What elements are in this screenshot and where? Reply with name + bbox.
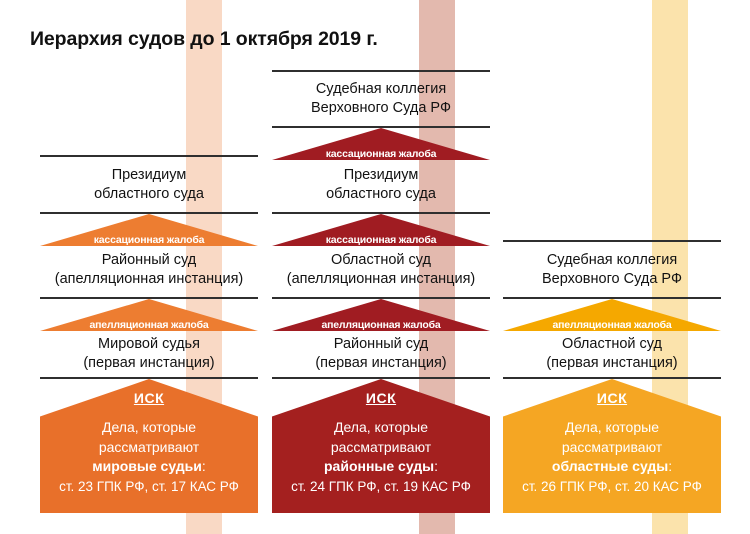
level-left-presidium: Президиум областного суда	[40, 166, 258, 204]
panel-isk-label: ИСК	[596, 390, 628, 406]
arrow-left-cassation: кассационная жалоба	[40, 214, 258, 248]
level-mid-supreme-collegium: Судебная коллегия Верховного Суда РФ	[272, 80, 490, 118]
panel-articles: ст. 24 ГПК РФ, ст. 19 КАС РФ	[291, 478, 471, 494]
panel-mid-cases: ИСК Дела, которые рассматривают районные…	[272, 379, 490, 513]
panel-subject-line: районные суды:	[272, 457, 490, 477]
panel-subject: районные суды	[324, 458, 435, 474]
panel-body: Дела, которые рассматривают областные су…	[503, 418, 721, 496]
panel-line-2: рассматривают	[330, 438, 432, 455]
panel-subject-line: областные суды:	[503, 457, 721, 477]
panel-line-1: Дела, которые	[334, 419, 428, 435]
level-left-district-appeal: Районный суд (апелляционная инстанция)	[40, 251, 258, 289]
level-right-supreme-collegium: Судебная коллегия Верховного Суда РФ	[503, 251, 721, 289]
rule-left-1	[40, 155, 258, 157]
panel-colon: :	[434, 458, 438, 474]
panel-right-cases: ИСК Дела, которые рассматривают областны…	[503, 379, 721, 513]
level-line: (апелляционная инстанция)	[286, 271, 476, 287]
panel-subject: мировые судьи	[92, 458, 202, 474]
level-line: Судебная коллегия	[546, 252, 678, 268]
panel-body: Дела, которые рассматривают районные суд…	[272, 418, 490, 496]
panel-subject-line: мировые судьи:	[40, 457, 258, 477]
rule-mid-1	[272, 70, 490, 72]
level-mid-presidium: Президиум областного суда	[272, 166, 490, 204]
arrow-mid-appeal: апелляционная жалоба	[272, 299, 490, 333]
panel-line-2: рассматривают	[98, 438, 200, 455]
level-line: Президиум	[343, 167, 419, 183]
level-line: Районный суд	[101, 252, 197, 268]
rule-mid-4	[272, 297, 490, 299]
rule-left-2	[40, 212, 258, 214]
panel-content: ИСК Дела, которые рассматривают районные…	[272, 379, 490, 496]
level-line: (первая инстанция)	[83, 355, 215, 371]
level-line: областного суда	[94, 186, 204, 202]
level-left-justice-first: Мировой судья (первая инстанция)	[40, 335, 258, 373]
arrow-left-appeal: апелляционная жалоба	[40, 299, 258, 333]
rule-left-3	[40, 297, 258, 299]
level-mid-regional-appeal: Областной суд (апелляционная инстанция)	[272, 251, 490, 289]
level-line: Президиум	[111, 167, 187, 183]
panel-left-cases: ИСК Дела, которые рассматривают мировые …	[40, 379, 258, 513]
level-line: Мировой судья	[98, 336, 200, 352]
arrow-right-appeal: апелляционная жалоба	[503, 299, 721, 333]
panel-content: ИСК Дела, которые рассматривают мировые …	[40, 379, 258, 496]
panel-line-1: Дела, которые	[565, 419, 659, 435]
level-line: Судебная коллегия	[315, 81, 447, 97]
level-right-regional-first: Областной суд (первая инстанция)	[503, 335, 721, 373]
level-line: областного суда	[326, 186, 436, 202]
level-mid-district-first: Районный суд (первая инстанция)	[272, 335, 490, 373]
level-line: Верховного Суда РФ	[542, 271, 682, 287]
level-line: (апелляционная инстанция)	[54, 271, 244, 287]
rule-right-1	[503, 240, 721, 242]
level-line: Районный суд	[333, 336, 429, 352]
panel-line-2: рассматривают	[561, 438, 663, 455]
level-line: Областной суд	[561, 336, 663, 352]
rule-mid-5	[272, 377, 490, 379]
panel-content: ИСК Дела, которые рассматривают областны…	[503, 379, 721, 496]
panel-subject: областные суды	[551, 458, 669, 474]
rule-right-2	[503, 297, 721, 299]
rule-left-4	[40, 377, 258, 379]
rule-mid-2	[272, 126, 490, 128]
panel-articles: ст. 23 ГПК РФ, ст. 17 КАС РФ	[59, 478, 239, 494]
rule-mid-3	[272, 212, 490, 214]
panel-colon: :	[201, 458, 206, 474]
level-line: Верховного Суда РФ	[311, 100, 451, 116]
panel-isk-label: ИСК	[365, 390, 397, 406]
panel-colon: :	[668, 458, 673, 474]
panel-isk-label: ИСК	[133, 390, 165, 406]
level-line: (первая инстанция)	[546, 355, 678, 371]
level-line: (первая инстанция)	[315, 355, 447, 371]
page-title: Иерархия судов до 1 октября 2019 г.	[30, 28, 378, 50]
arrow-mid-cassation-1: кассационная жалоба	[272, 128, 490, 162]
rule-right-3	[503, 377, 721, 379]
level-line: Областной суд	[330, 252, 432, 268]
panel-line-1: Дела, которые	[102, 419, 196, 435]
panel-body: Дела, которые рассматривают мировые судь…	[40, 418, 258, 496]
arrow-mid-cassation-2: кассационная жалоба	[272, 214, 490, 248]
panel-articles: ст. 26 ГПК РФ, ст. 20 КАС РФ	[522, 478, 702, 494]
